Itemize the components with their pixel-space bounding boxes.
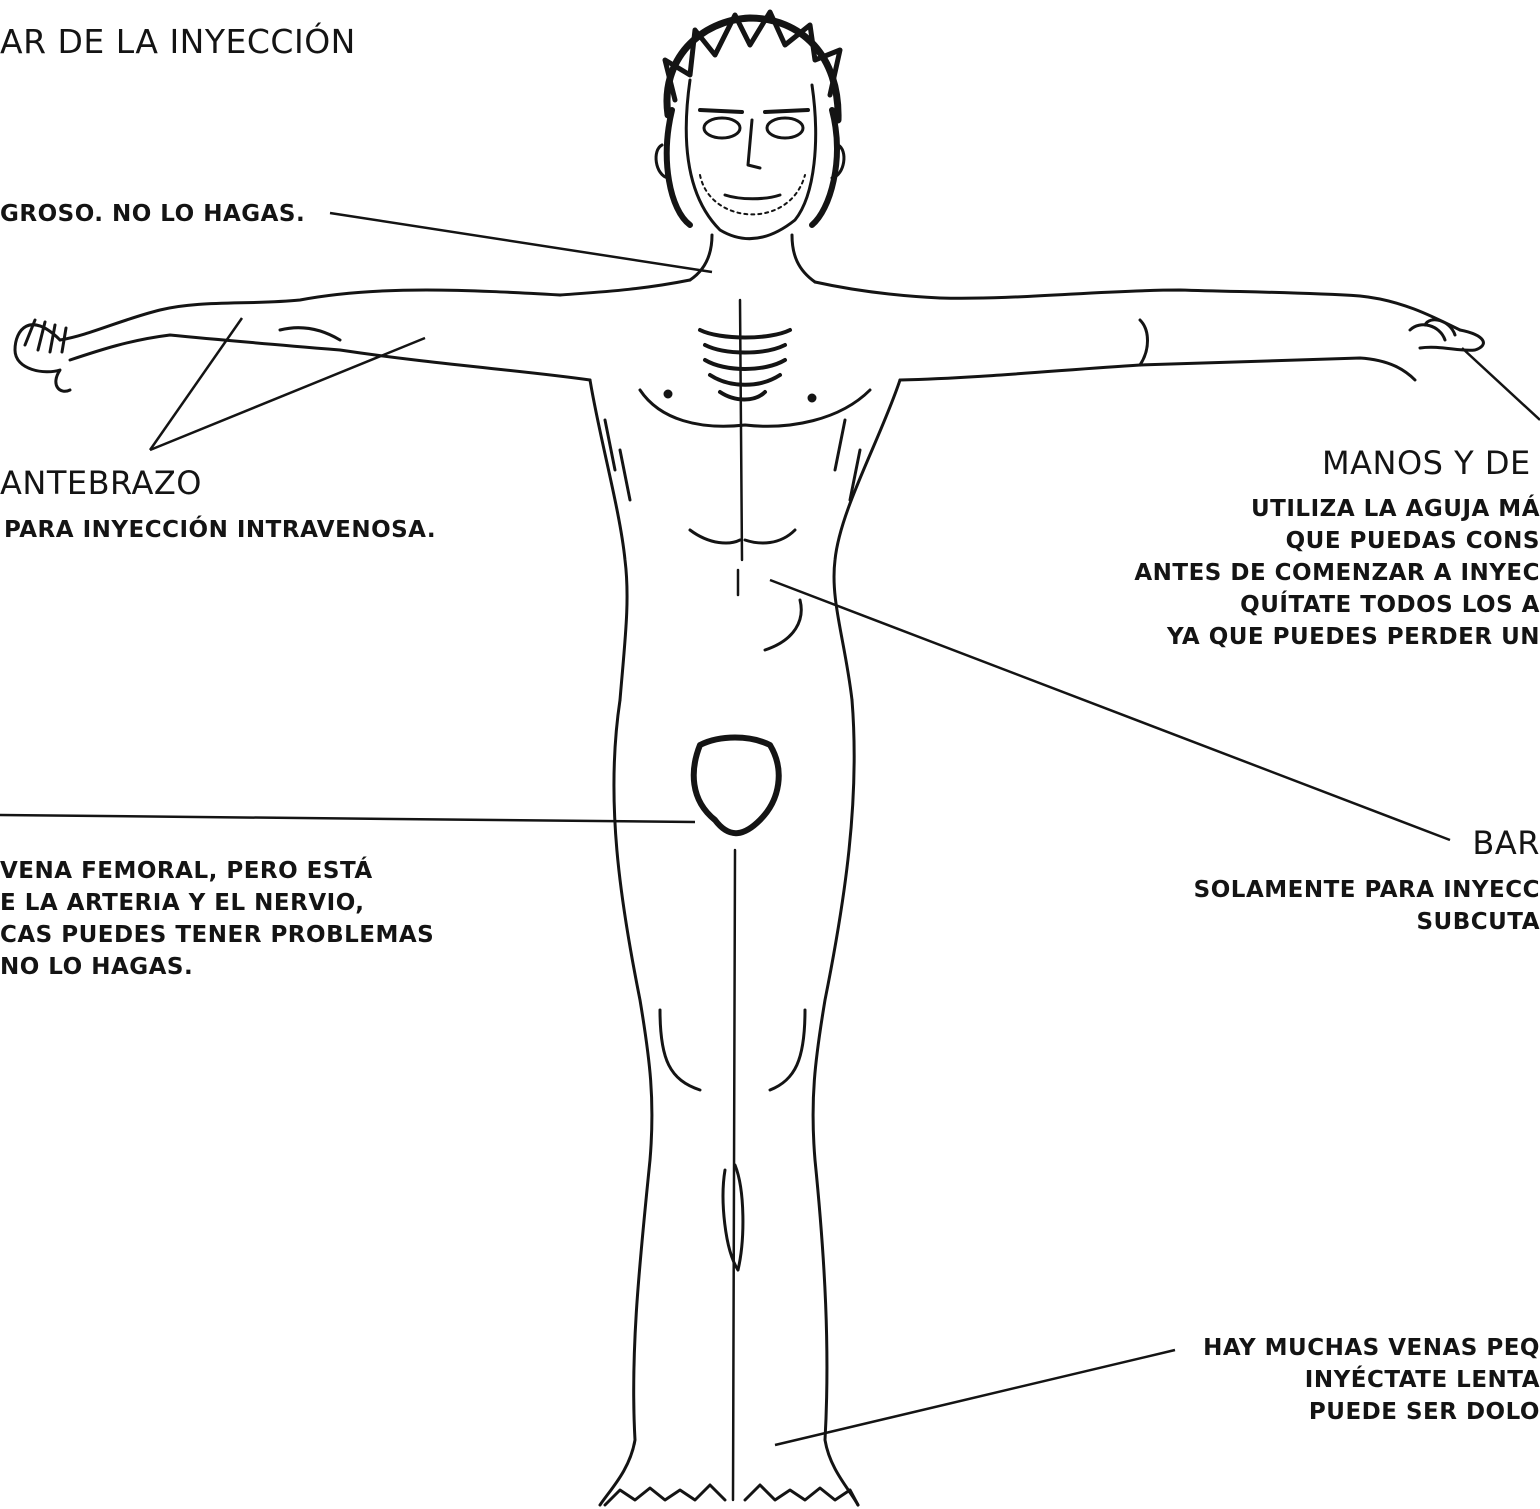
groin-text: VENA FEMORAL, PERO ESTÁ E LA ARTERIA Y E… (0, 855, 434, 983)
hands-text-line-1: UTILIZA LA AGUJA MÁ (1251, 496, 1540, 522)
hands-text-line-4: QUÍTATE TODOS LOS A (1240, 592, 1540, 618)
belly-heading: BAR (1472, 824, 1540, 862)
belly-text-line-1: SOLAMENTE PARA INYECC (1193, 877, 1540, 903)
legs-drawing (598, 698, 860, 1507)
leader-groin (0, 813, 696, 824)
torso-drawing (588, 298, 902, 702)
feet-text: HAY MUCHAS VENAS PEQ INYÉCTATE LENTA PUE… (1203, 1332, 1540, 1428)
leader-neck (329, 211, 713, 274)
groin-text-line-4: NO LO HAGAS. (0, 954, 194, 980)
feet-text-line-2: INYÉCTATE LENTA (1304, 1367, 1540, 1393)
left-arm-drawing (13, 288, 592, 393)
groin-text-line-2: E LA ARTERIA Y EL NERVIO, (0, 890, 365, 916)
hands-text-line-3: ANTES DE COMENZAR A INYEC (1134, 560, 1540, 586)
leader-belly (769, 578, 1451, 842)
forearm-text: PARA INYECCIÓN INTRAVENOSA. (4, 517, 437, 543)
feet-text-line-1: HAY MUCHAS VENAS PEQ (1203, 1335, 1540, 1361)
hands-text-line-5: YA QUE PUEDES PERDER UN (1166, 624, 1540, 650)
hands-text-line-2: QUE PUEDAS CONS (1285, 528, 1540, 554)
right-arm-drawing (898, 288, 1485, 382)
leader-lines (0, 211, 1540, 1447)
leader-forearm-2 (149, 336, 426, 452)
page-title: AR DE LA INYECCIÓN (0, 22, 356, 61)
hands-text: UTILIZA LA AGUJA MÁ QUE PUEDAS CONS ANTE… (1134, 493, 1540, 653)
forearm-heading: ANTEBRAZO (0, 464, 202, 502)
leader-forearm-1 (148, 317, 244, 451)
leader-feet (774, 1348, 1176, 1447)
belly-text: SOLAMENTE PARA INYECC SUBCUTA (1194, 874, 1540, 938)
head-drawing (654, 9, 846, 241)
groin-text-line-1: VENA FEMORAL, PERO ESTÁ (0, 858, 373, 884)
groin-text-line-3: CAS PUEDES TENER PROBLEMAS (0, 922, 435, 948)
groin-hair-drawing (690, 734, 782, 837)
hands-heading: MANOS Y DE (1322, 444, 1531, 482)
neck-warning-text: GROSO. NO LO HAGAS. (0, 201, 306, 227)
neck-drawing (688, 233, 817, 284)
belly-text-line-2: SUBCUTA (1416, 909, 1540, 935)
feet-text-line-3: PUEDE SER DOLO (1308, 1399, 1540, 1425)
leader-hands (1461, 347, 1540, 421)
